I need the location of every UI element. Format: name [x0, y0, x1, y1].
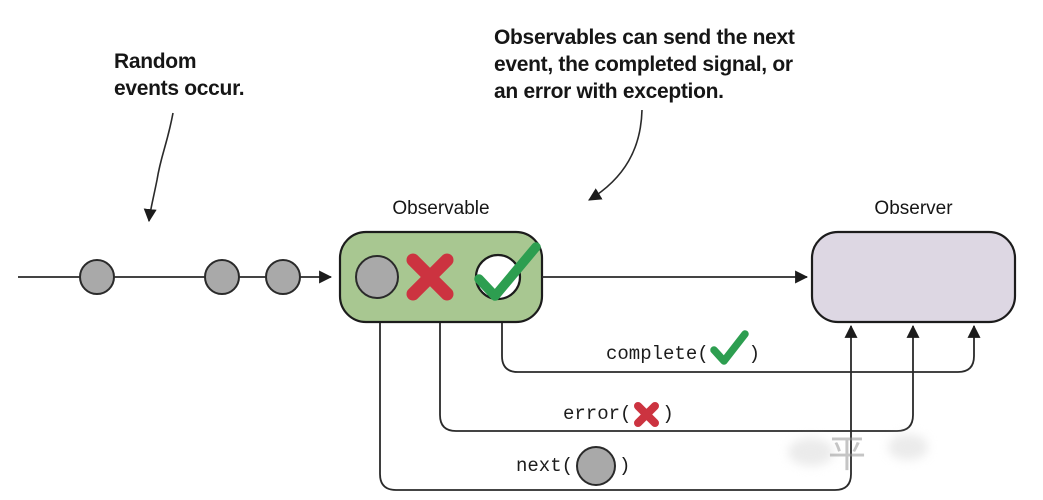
error-x-icon: [406, 253, 454, 301]
gray-event-circle-icon: [576, 446, 617, 486]
observer-box: [810, 230, 1017, 324]
complete-emission-label: complete( ): [606, 330, 761, 371]
complete-label-suffix: ): [748, 343, 761, 365]
error-label-prefix: error(: [563, 403, 632, 425]
checkmark-icon: [709, 330, 749, 365]
observable-capabilities-pointer-arrow: [588, 109, 643, 201]
checkmark-icon: [474, 242, 541, 301]
random-events-annotation: Random events occur.: [114, 50, 245, 100]
watermark-text: 平: [828, 432, 867, 476]
error-emission-label: error( ): [563, 399, 674, 429]
event-circle: [204, 259, 240, 295]
next-flow-line: [379, 323, 858, 491]
observable-label: Observable: [392, 198, 490, 219]
error-flow-line: [439, 323, 920, 432]
next-emission-label: next( ): [516, 446, 630, 486]
random-events-pointer-arrow: [143, 112, 174, 223]
watermark-smudge: [888, 434, 928, 460]
watermark-smudge: [788, 438, 834, 466]
complete-label-prefix: complete(: [606, 343, 709, 365]
event-circle: [79, 259, 115, 295]
observer-label: Observer: [874, 198, 953, 219]
next-event-icon: [355, 255, 399, 299]
complete-flow-line: [501, 323, 981, 373]
next-label-prefix: next(: [516, 455, 574, 477]
event-circle: [265, 259, 301, 295]
red-x-icon: [634, 401, 660, 427]
next-label-suffix: ): [619, 455, 631, 477]
error-label-suffix: ): [662, 403, 674, 425]
observable-capabilities-annotation: Observables can send the next event, the…: [494, 26, 795, 103]
